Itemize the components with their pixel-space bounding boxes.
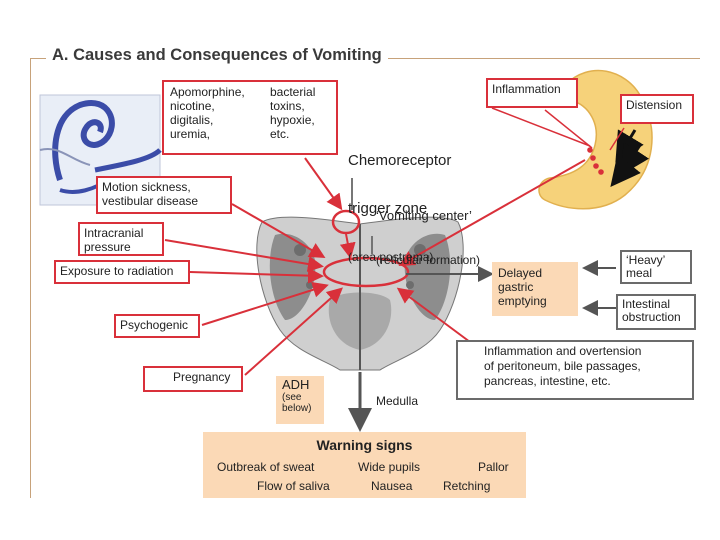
medulla-line-1: Medulla	[376, 394, 419, 408]
heavy-line-2: meal	[626, 266, 653, 280]
vomiting-center-line-1: ‘Vomiting center’	[376, 208, 472, 223]
intracranial-line-1: Intracranial	[84, 226, 144, 240]
delayed-line-2: gastric	[498, 280, 534, 294]
heavy-meal-box: ‘Heavy’ meal	[620, 250, 692, 284]
peritoneum-line-2: of peritoneum, bile passages,	[484, 359, 641, 373]
causes-drugs-toxins-box: Apomorphine, nicotine, digitalis, uremia…	[162, 80, 338, 155]
section-title-bar: A. Causes and Consequences of Vomiting	[30, 44, 700, 74]
warning-signs-box: Warning signs Outbreak of sweat Wide pup…	[203, 432, 526, 498]
chemoreceptor-line-1: Chemoreceptor	[348, 152, 452, 169]
chemoreceptor-ellipse	[331, 209, 361, 235]
drug-item: uremia,	[170, 127, 211, 141]
distension-label: Distension	[626, 98, 683, 112]
intestinal-obstruction-box: Intestinal obstruction	[616, 294, 696, 330]
warning-item: Flow of saliva	[257, 479, 330, 493]
intestinal-line-1: Intestinal	[622, 297, 671, 311]
section-title: A. Causes and Consequences of Vomiting	[46, 46, 388, 65]
peritoneum-line-1: Inflammation and overtension	[484, 344, 642, 358]
warning-title: Warning signs	[316, 437, 413, 453]
vomiting-center-line-2: (reticular formation)	[376, 253, 481, 267]
drugs-column-2: bacterial toxins, hypoxie, etc.	[270, 85, 315, 141]
frame-left-rule	[30, 58, 31, 498]
radiation-box: Exposure to radiation	[54, 260, 190, 284]
intracranial-pressure-box: Intracranial pressure	[78, 222, 164, 256]
adh-box: ADH (see below)	[276, 376, 324, 424]
pregnancy-box: Pregnancy	[143, 366, 243, 392]
vomiting-center-ellipse	[322, 256, 410, 288]
chemoreceptor-line-2: trigger zone	[348, 200, 428, 217]
warning-item: Nausea	[371, 479, 413, 493]
drug-item: nicotine,	[170, 99, 215, 113]
inflammation-label: Inflammation	[492, 82, 561, 96]
chemoreceptor-line-3: (area postrema)	[348, 250, 434, 264]
drug-item: hypoxie,	[270, 113, 315, 127]
drug-item: bacterial	[270, 85, 316, 99]
delayed-gastric-emptying-box: Delayed gastric emptying	[492, 262, 578, 316]
psychogenic-label: Psychogenic	[120, 318, 189, 332]
motion-line-1: Motion sickness,	[102, 180, 191, 194]
drug-item: Apomorphine,	[170, 85, 245, 99]
motion-sickness-box: Motion sickness, vestibular disease	[96, 176, 232, 214]
warning-item: Retching	[443, 479, 491, 493]
intracranial-line-2: pressure	[84, 240, 131, 254]
psychogenic-box: Psychogenic	[114, 314, 200, 338]
vomiting-center-label: ‘Vomiting center’ (reticular formation)	[376, 178, 480, 283]
adh-note-line-1: (see	[282, 392, 302, 403]
chemoreceptor-label: Chemoreceptor trigger zone (area postrem…	[348, 121, 451, 281]
motion-line-2: vestibular disease	[102, 194, 199, 208]
pregnancy-label: Pregnancy	[173, 370, 231, 384]
peritoneum-box: Inflammation and overtension of peritone…	[456, 340, 694, 400]
warning-item: Wide pupils	[358, 460, 421, 474]
delayed-line-1: Delayed	[498, 266, 543, 280]
heavy-line-1: ‘Heavy’	[626, 253, 666, 267]
warning-item: Pallor	[478, 460, 509, 474]
drug-item: etc.	[270, 127, 290, 141]
peritoneum-line-3: pancreas, intestine, etc.	[484, 374, 611, 388]
delayed-line-3: emptying	[498, 294, 547, 308]
radiation-label: Exposure to radiation	[60, 264, 174, 278]
drug-item: toxins,	[270, 99, 305, 113]
warning-item: Outbreak of sweat	[217, 460, 315, 474]
distension-box: Distension	[620, 94, 694, 124]
drugs-column-1: Apomorphine, nicotine, digitalis, uremia…	[170, 85, 245, 141]
adh-note-line-2: below)	[282, 403, 312, 414]
drug-item: digitalis,	[170, 113, 214, 127]
inflammation-box: Inflammation	[486, 78, 578, 108]
intestinal-line-2: obstruction	[622, 310, 681, 324]
adh-label: ADH	[282, 377, 310, 392]
